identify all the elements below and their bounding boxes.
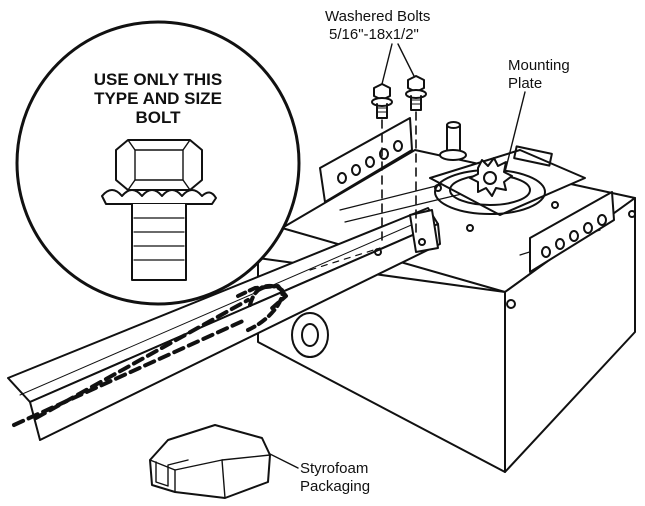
- styrofoam-packaging: [149, 424, 271, 499]
- bolt-callout-circle: [15, 20, 301, 306]
- washered-bolts-size: 5/16"-18x1/2": [329, 26, 419, 43]
- cable-post: [439, 121, 467, 161]
- rail-highlight-outline: [236, 284, 288, 312]
- mounting-plate-line-1: Mounting: [508, 57, 570, 74]
- mounting-plate: [429, 145, 586, 232]
- washered-bolts-label: Washered Bolts 5/16"-18x1/2": [325, 8, 430, 44]
- callout-line-1: USE ONLY THIS: [93, 70, 223, 89]
- callout-line-3: BOLT: [135, 108, 181, 127]
- bolts-leader-line: [381, 43, 393, 85]
- bolt-callout-text: USE ONLY THIS TYPE AND SIZE BOLT: [58, 70, 258, 127]
- styrofoam-line-1: Styrofoam: [300, 460, 369, 477]
- mounting-plate-label: Mounting Plate: [508, 57, 570, 93]
- right-mounting-bracket: [529, 191, 615, 273]
- bolt-closeup-icon: [115, 139, 203, 191]
- rail-assembly: [7, 207, 441, 441]
- callout-line-2: TYPE AND SIZE: [94, 89, 222, 108]
- plate-leader-line: [504, 91, 526, 173]
- bolts-leader-line: [397, 43, 415, 77]
- left-mounting-bracket: [319, 117, 413, 203]
- styrofoam-packaging-label: Styrofoam Packaging: [300, 460, 370, 496]
- washered-bolts-title: Washered Bolts: [325, 8, 431, 25]
- drive-sprocket-icon: [469, 157, 513, 197]
- washered-bolt-icon: [405, 75, 427, 111]
- opener-motor-unit: [257, 149, 636, 473]
- mounting-plate-line-2: Plate: [508, 75, 543, 92]
- washered-bolt-icon: [371, 83, 393, 119]
- styrofoam-line-2: Packaging: [300, 478, 371, 495]
